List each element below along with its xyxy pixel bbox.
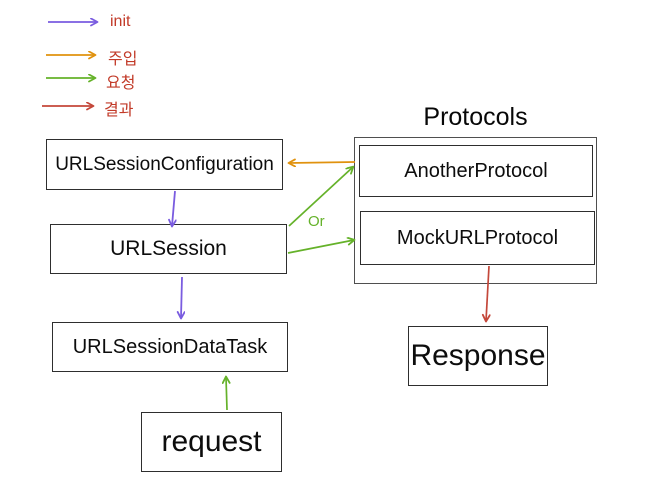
legend-label-request: 요청 [106, 75, 136, 92]
node-another-protocol-label: AnotherProtocol [404, 159, 548, 182]
legend-label-inject: 주입 [108, 51, 138, 68]
node-mock-url-protocol: MockURLProtocol [360, 211, 595, 265]
legend-label-init: init [110, 13, 131, 30]
node-url-session-label: URLSession [110, 237, 227, 260]
arrow-session-to-mockurlprotocol [287, 240, 354, 254]
node-request: request [141, 412, 282, 472]
arrow-config-to-session [172, 190, 175, 226]
node-mock-url-protocol-label: MockURLProtocol [396, 226, 559, 249]
node-url-session-data-task-label: URLSessionDataTask [72, 335, 268, 358]
arrow-session-to-datatask [181, 276, 182, 318]
node-response: Response [408, 326, 548, 386]
or-annotation: Or [308, 213, 325, 230]
node-response-label: Response [410, 339, 546, 372]
node-url-session-configuration: URLSessionConfiguration [46, 139, 283, 190]
protocols-group-title: Protocols [423, 103, 528, 131]
arrow-anotherprotocol-to-config [289, 162, 356, 163]
node-url-session-configuration-label: URLSessionConfiguration [55, 153, 274, 175]
node-url-session-data-task: URLSessionDataTask [52, 322, 288, 372]
node-request-label: request [161, 425, 262, 458]
legend-label-result: 결과 [104, 102, 134, 119]
node-url-session: URLSession [50, 224, 287, 274]
node-another-protocol: AnotherProtocol [359, 145, 593, 197]
arrow-request-to-datatask [226, 377, 227, 411]
